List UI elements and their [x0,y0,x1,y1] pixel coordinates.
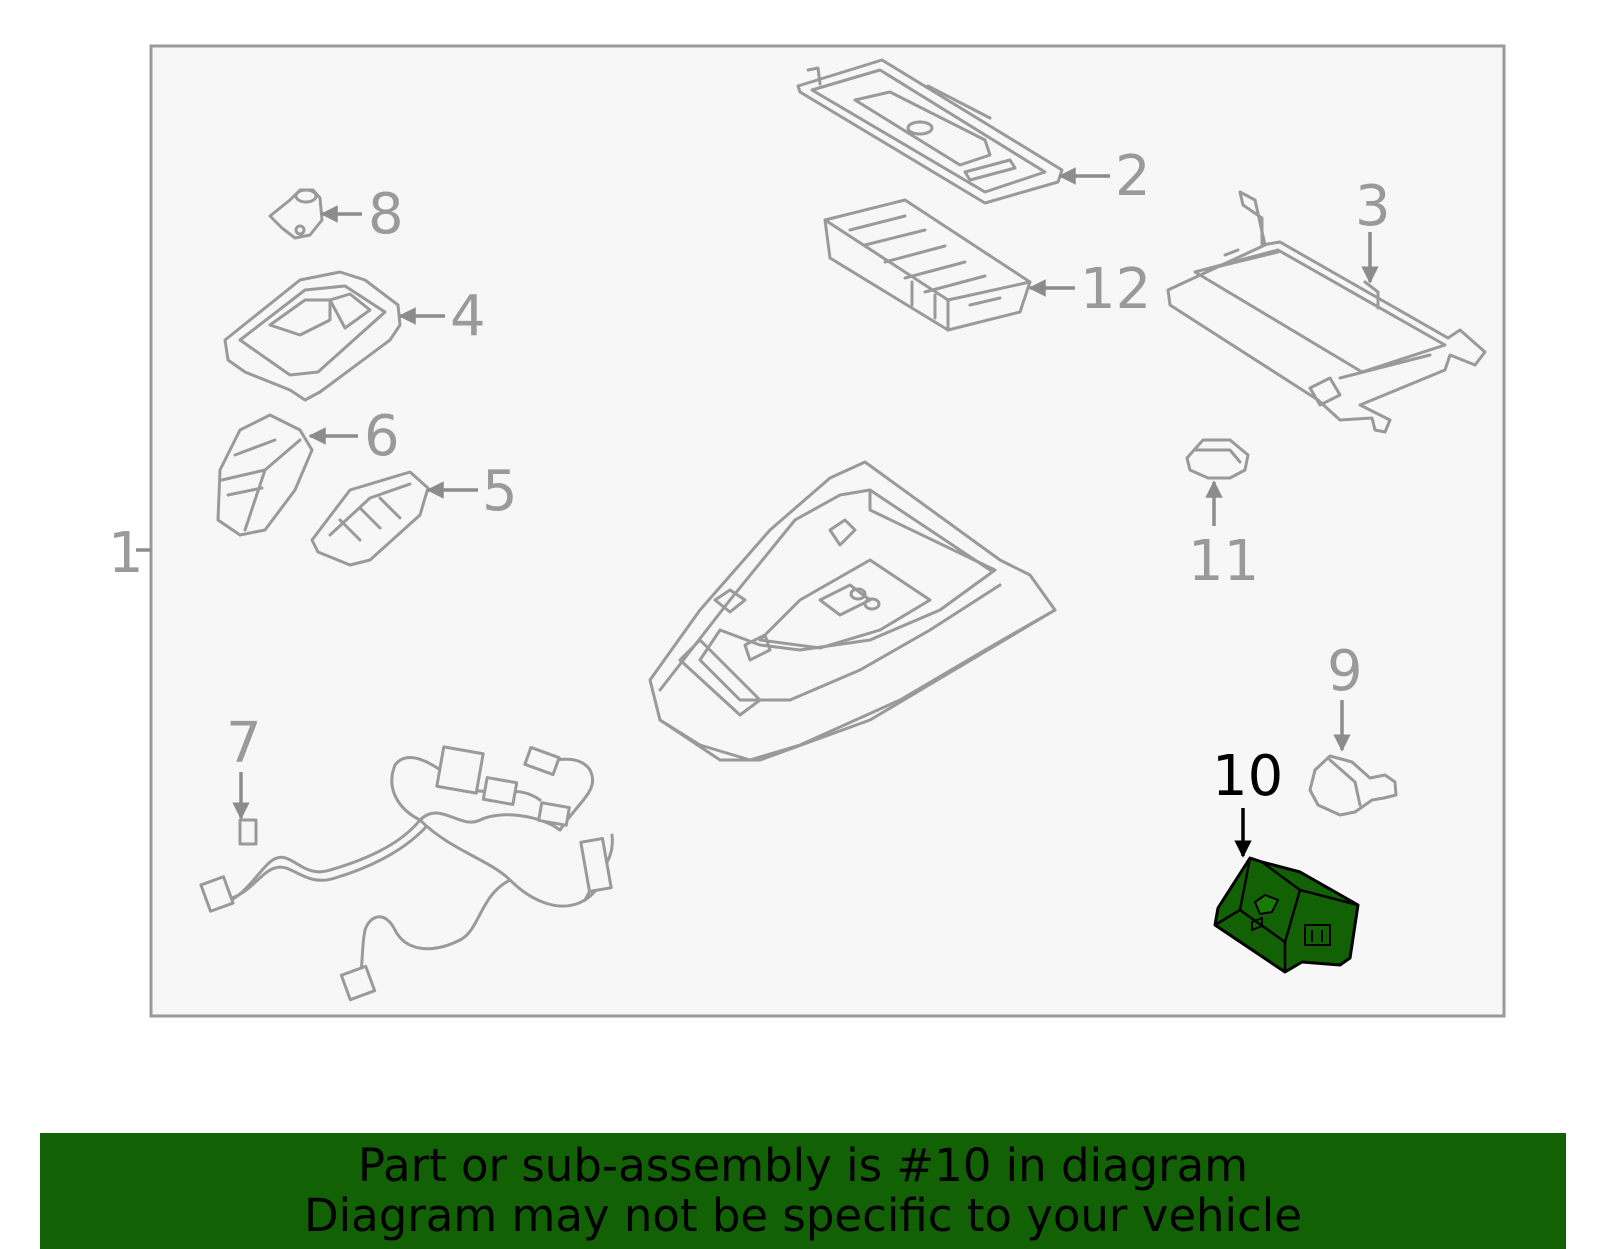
part-4-shifter-bezel[interactable] [223,270,402,402]
info-banner: Part or sub-assembly is #10 in diagram D… [40,1133,1566,1249]
part-9-bulb-socket[interactable] [1308,754,1398,817]
part-8-knob[interactable] [268,188,324,240]
callout-6: 6 [364,404,400,469]
callout-11: 11 [1188,529,1259,594]
part-5-switch-panel[interactable] [310,470,430,567]
part-11-cap[interactable] [1185,438,1250,480]
callout-10: 10 [1212,744,1283,809]
callout-2: 2 [1115,144,1151,209]
banner-line-1: Part or sub-assembly is #10 in diagram [357,1139,1249,1192]
part-6-switch[interactable] [216,413,314,537]
part-7-wiring-harness[interactable] [199,745,614,1002]
callout-1: 1 [108,521,144,586]
part-2-tray-panel[interactable] [796,58,1064,205]
callout-5: 5 [482,459,518,524]
part-3-console-frame[interactable] [1166,190,1487,434]
callout-8: 8 [368,182,404,247]
part-12-storage-bin[interactable] [823,198,1032,332]
part-10-usb-module[interactable] [1213,856,1360,974]
banner-line-2: Diagram may not be specific to your vehi… [304,1189,1302,1242]
callout-3: 3 [1355,174,1391,239]
callout-9: 9 [1327,639,1363,704]
callout-7: 7 [226,711,262,776]
callout-4: 4 [450,284,486,349]
part-1-center-console[interactable] [648,460,1057,762]
callout-12: 12 [1080,257,1151,322]
